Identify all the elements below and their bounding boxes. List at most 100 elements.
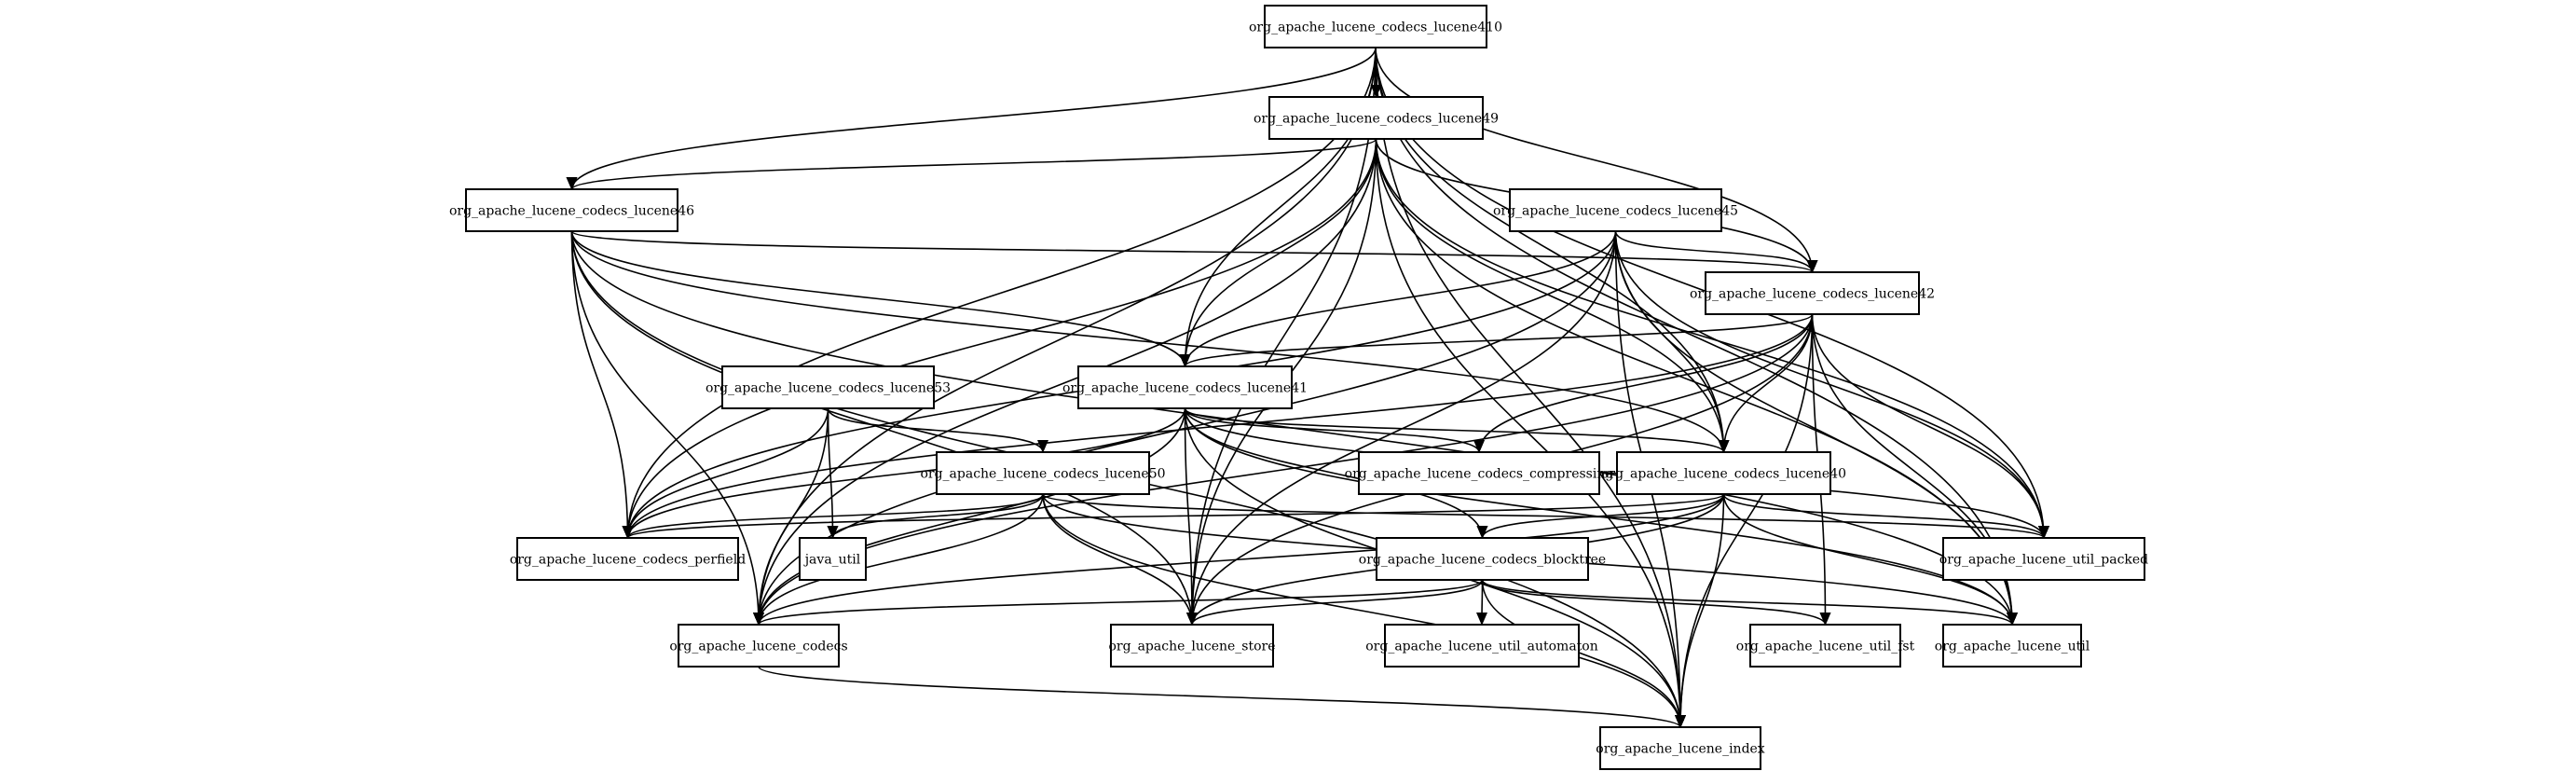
edge-lucene46-to-perfield: [570, 230, 634, 539]
node-box: [1264, 5, 1487, 48]
node-java-util[interactable]: java_util: [799, 537, 867, 581]
edge-lucene46-to-lucene40: [570, 230, 1730, 453]
edge-blocktree-to-index: [1481, 579, 1686, 728]
edge-lucene40-to-index: [1675, 493, 1725, 728]
node-box: [1616, 451, 1831, 495]
node-index[interactable]: org_apache_lucene_index: [1596, 726, 1765, 770]
edge-lucene42-to-compressing: [1473, 313, 1814, 453]
edge-lucene53-to-lucene50: [827, 407, 1048, 453]
node-label: org_apache_lucene_codecs_lucene53: [706, 381, 951, 396]
edge-lucene50-to-store: [1042, 493, 1198, 626]
edge-lucene42-to-index: [1675, 313, 1814, 728]
node-lucene50[interactable]: org_apache_lucene_codecs_lucene50: [920, 451, 1166, 495]
edge-lucene50-to-util_packed: [1042, 493, 2049, 539]
edge-lucene42-to-util_packed: [1811, 313, 2049, 539]
edge-lucene410-to-util: [1375, 47, 2018, 626]
edge-lucene50-to-java_util: [827, 493, 1044, 539]
edge-lucene50-to-index: [1042, 493, 1686, 728]
edge-lucene42-to-lucene40: [1718, 313, 1814, 453]
node-lucene410[interactable]: org_apache_lucene_codecs_lucene410: [1249, 5, 1502, 48]
edge-lucene49-to-lucene46: [566, 138, 1377, 190]
edge-blocktree-to-store: [1186, 579, 1484, 626]
edge-lucene46-to-lucene41: [570, 230, 1191, 367]
edge-lucene50-to-codecs: [753, 493, 1044, 626]
edge-lucene40-to-util: [1722, 493, 2018, 626]
node-box: [1077, 365, 1293, 409]
node-label: org_apache_lucene_codecs_lucene40: [1601, 467, 1846, 482]
node-util[interactable]: org_apache_lucene_util: [1935, 624, 2090, 668]
edge-lucene410-to-lucene42: [1375, 47, 1818, 273]
edge-lucene46-to-lucene42: [570, 230, 1817, 273]
node-automaton[interactable]: org_apache_lucene_util_automaton: [1365, 624, 1598, 668]
node-lucene40[interactable]: org_apache_lucene_codecs_lucene40: [1601, 451, 1846, 495]
node-box: [678, 624, 840, 668]
node-label: org_apache_lucene_util_automaton: [1365, 640, 1598, 654]
node-box: [1942, 624, 2082, 668]
edge-lucene40-to-perfield: [623, 493, 1725, 539]
edge-lucene53-to-perfield: [622, 407, 829, 539]
node-label: org_apache_lucene_util: [1935, 640, 2090, 654]
edge-lucene40-to-util_packed: [1722, 493, 2049, 539]
node-lucene49[interactable]: org_apache_lucene_codecs_lucene49: [1254, 96, 1499, 140]
node-box: [721, 365, 935, 409]
edge-lucene410-to-index: [1375, 47, 1686, 728]
node-label: org_apache_lucene_codecs_compressing: [1345, 467, 1614, 482]
node-label: java_util: [803, 553, 861, 568]
node-lucene41[interactable]: org_apache_lucene_codecs_lucene41: [1062, 365, 1308, 409]
node-label: org_apache_lucene_codecs_lucene46: [449, 204, 694, 219]
node-label: org_apache_lucene_util_fst: [1736, 640, 1915, 654]
edge-lucene40-to-blocktree: [1476, 493, 1725, 539]
edge-lucene45-to-store: [1186, 230, 1617, 626]
node-box: [1942, 537, 2145, 581]
node-label: org_apache_lucene_codecs_lucene49: [1254, 112, 1499, 127]
node-label: org_apache_lucene_codecs_perfield: [510, 553, 746, 568]
edge-lucene42-to-lucene41: [1179, 313, 1814, 367]
edge-codecs-to-index: [758, 666, 1686, 728]
node-box: [516, 537, 739, 581]
node-lucene42[interactable]: org_apache_lucene_codecs_lucene42: [1690, 271, 1935, 315]
node-box: [1509, 188, 1722, 232]
edge-lucene45-to-lucene42: [1614, 230, 1818, 273]
node-label: org_apache_lucene_codecs_lucene45: [1493, 204, 1738, 219]
edge-lucene41-to-compressing: [1184, 407, 1485, 453]
edge-blocktree-to-codecs: [753, 579, 1484, 626]
node-box: [465, 188, 678, 232]
node-box: [1110, 624, 1274, 668]
node-blocktree[interactable]: org_apache_lucene_codecs_blocktree: [1359, 537, 1606, 581]
node-util-packed[interactable]: org_apache_lucene_util_packed: [1939, 537, 2148, 581]
node-label: org_apache_lucene_codecs_lucene410: [1249, 21, 1502, 35]
node-box: [1599, 726, 1761, 770]
edge-lucene45-to-lucene41: [1179, 230, 1617, 367]
node-store[interactable]: org_apache_lucene_store: [1108, 624, 1276, 668]
node-lucene45[interactable]: org_apache_lucene_codecs_lucene45: [1493, 188, 1738, 232]
edge-lucene410-to-lucene46: [566, 47, 1377, 190]
edge-lucene42-to-perfield: [622, 313, 1814, 539]
nodes-layer: org_apache_lucene_codecs_lucene410 org_ap…: [449, 5, 2148, 770]
node-compressing[interactable]: org_apache_lucene_codecs_compressing: [1345, 451, 1614, 495]
edge-lucene53-to-java_util: [827, 407, 839, 539]
edge-lucene41-to-lucene40: [1184, 407, 1730, 453]
edge-blocktree-to-util_fst: [1481, 579, 1831, 626]
node-codecs[interactable]: org_apache_lucene_codecs: [669, 624, 848, 668]
node-box: [1384, 624, 1580, 668]
node-lucene46[interactable]: org_apache_lucene_codecs_lucene46: [449, 188, 694, 232]
node-lucene53[interactable]: org_apache_lucene_codecs_lucene53: [706, 365, 951, 409]
node-box: [1705, 271, 1920, 315]
edge-lucene410-to-lucene41: [1179, 47, 1377, 367]
node-label: org_apache_lucene_codecs_lucene41: [1062, 381, 1308, 396]
edge-lucene49-to-codecs: [753, 138, 1377, 626]
edge-lucene49-to-perfield: [622, 138, 1377, 539]
edge-lucene49-to-util_packed: [1375, 138, 2049, 539]
edge-lucene49-to-lucene40: [1375, 138, 1730, 453]
node-label: org_apache_lucene_index: [1596, 742, 1765, 757]
edge-lucene410-to-store: [1186, 47, 1377, 626]
edge-lucene53-to-codecs: [753, 407, 829, 626]
node-box: [1376, 537, 1589, 581]
edge-lucene410-to-perfield: [622, 47, 1377, 539]
node-util-fst[interactable]: org_apache_lucene_util_fst: [1736, 624, 1915, 668]
node-label: org_apache_lucene_util_packed: [1939, 553, 2148, 568]
node-perfield[interactable]: org_apache_lucene_codecs_perfield: [510, 537, 746, 581]
node-box: [799, 537, 867, 581]
node-label: org_apache_lucene_codecs_blocktree: [1359, 553, 1606, 568]
